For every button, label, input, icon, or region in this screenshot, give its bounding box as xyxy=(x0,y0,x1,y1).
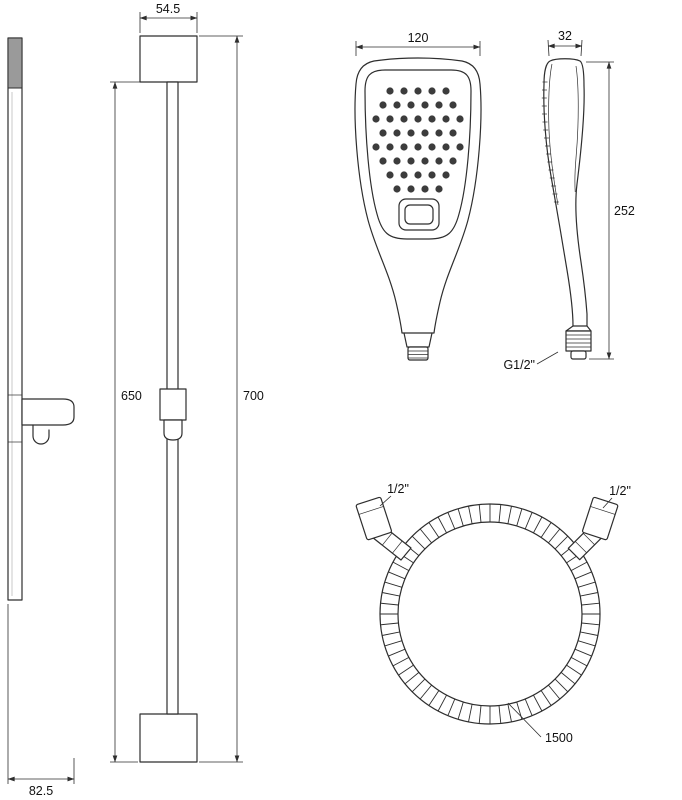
rail-holder-depth-label: 82.5 xyxy=(29,784,53,798)
handle-neck xyxy=(403,332,433,348)
rail-holder-arm xyxy=(21,398,75,426)
handshower-front-view xyxy=(354,57,482,361)
dim-rail-bar-length: 650 xyxy=(110,81,165,763)
handshower-body xyxy=(354,57,482,334)
hose-right-thread-label: 1/2" xyxy=(609,484,631,498)
mode-button-outer xyxy=(398,198,440,231)
handshower-side-view xyxy=(541,58,592,360)
rail-holder-hook xyxy=(32,424,50,445)
side-nozzle-ticks xyxy=(541,81,559,203)
rail-slider xyxy=(159,388,187,421)
thread-connector-side xyxy=(565,330,592,352)
thread-connector-front xyxy=(407,346,429,361)
dim-rail-width: 54.5 xyxy=(139,2,198,33)
side-back-line xyxy=(574,65,579,193)
hose-ribs xyxy=(380,504,600,724)
hose-connector-right xyxy=(581,496,619,541)
thread-size-label: G1/2" xyxy=(503,358,535,372)
dim-rail-total-length: 700 xyxy=(199,35,264,763)
hose-connector-left xyxy=(355,496,393,541)
spray-nozzles xyxy=(372,87,464,193)
hose-coil-inner xyxy=(397,521,583,707)
side-profile xyxy=(543,58,588,327)
rail-top-cap xyxy=(139,35,198,83)
dim-handshower-width: 120 xyxy=(355,31,481,56)
side-face-line xyxy=(548,63,559,206)
hose-left-thread-label: 1/2" xyxy=(387,482,409,496)
rail-total-length-label: 700 xyxy=(243,389,264,403)
rail-slider-ring xyxy=(163,419,183,441)
handshower-width-label: 120 xyxy=(408,31,429,45)
rail-width-label: 54.5 xyxy=(156,2,180,16)
rail-side-view xyxy=(7,37,75,601)
rail-side-top-section xyxy=(7,37,23,89)
callout-thread-size: G1/2" xyxy=(503,351,559,372)
dim-handshower-depth: 32 xyxy=(547,29,583,57)
rail-side-bar xyxy=(7,37,23,601)
connector-tip-side xyxy=(570,350,587,360)
mode-button-inner xyxy=(404,204,434,225)
handshower-depth-label: 32 xyxy=(558,29,572,43)
rail-bottom-cap xyxy=(139,713,198,763)
rail-bar-length-label: 650 xyxy=(121,389,142,403)
rail-front-view xyxy=(139,35,198,763)
dim-rail-holder-depth: 82.5 xyxy=(7,604,75,798)
handshower-face xyxy=(364,69,472,240)
hose-length-label: 1500 xyxy=(545,731,573,745)
dim-handshower-length: 252 xyxy=(586,61,635,360)
hose-view: 1/2" 1/2" 1500 xyxy=(355,482,631,745)
handshower-length-label: 252 xyxy=(614,204,635,218)
